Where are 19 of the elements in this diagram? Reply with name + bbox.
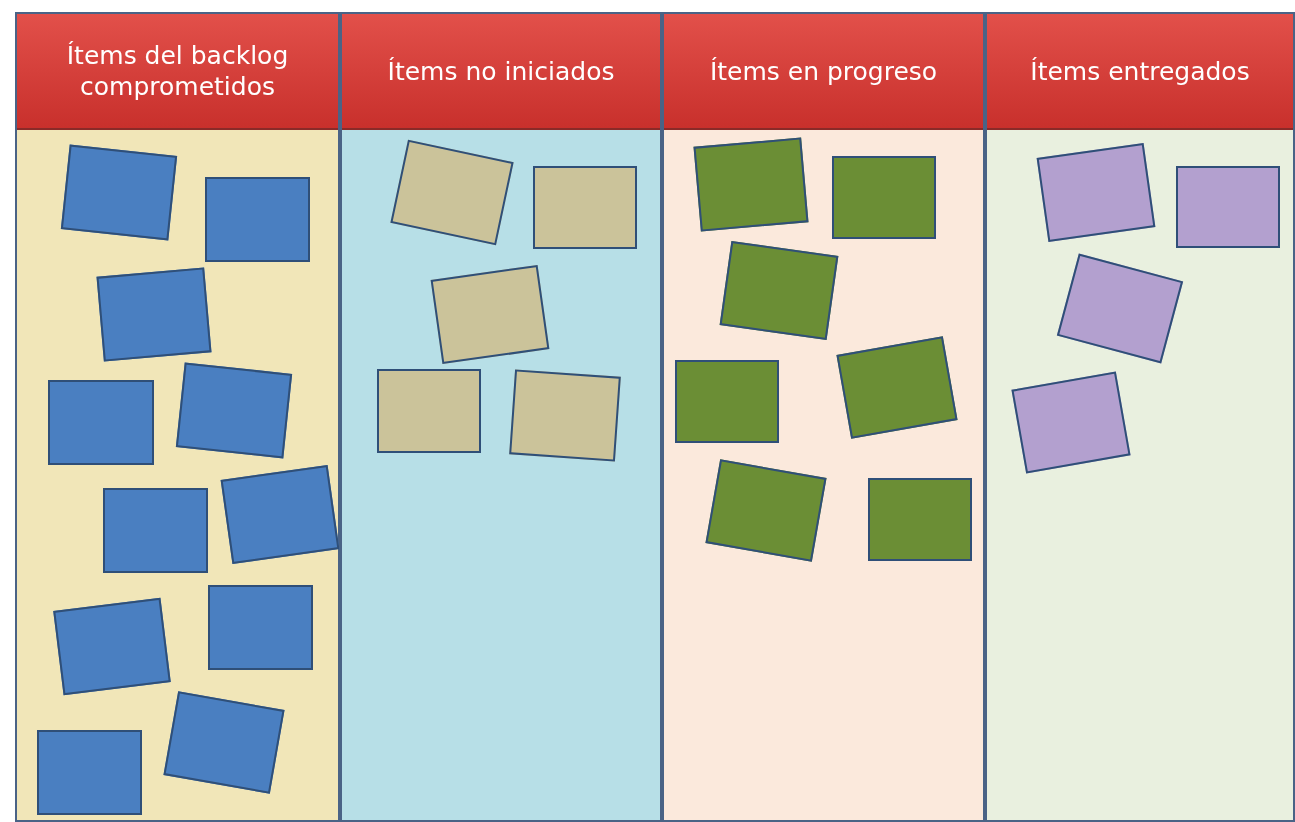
sticky-note: [205, 177, 310, 262]
sticky-note: [37, 730, 142, 815]
sticky-note: [1176, 166, 1280, 248]
column-header: Ítems no iniciados: [342, 14, 660, 130]
sticky-note: [533, 166, 637, 249]
kanban-column: [15, 12, 340, 822]
sticky-note: [868, 478, 972, 561]
sticky-note: [675, 360, 779, 443]
kanban-column: [340, 12, 662, 822]
kanban-column: [662, 12, 985, 822]
column-header: Ítems del backlog comprometidos: [17, 14, 338, 130]
sticky-note: [48, 380, 154, 465]
sticky-note: [377, 369, 481, 453]
sticky-note: [208, 585, 313, 670]
sticky-note: [832, 156, 936, 239]
sticky-note: [103, 488, 208, 573]
column-header: Ítems en progreso: [664, 14, 983, 130]
column-header: Ítems entregados: [987, 14, 1293, 130]
kanban-column: [985, 12, 1295, 822]
